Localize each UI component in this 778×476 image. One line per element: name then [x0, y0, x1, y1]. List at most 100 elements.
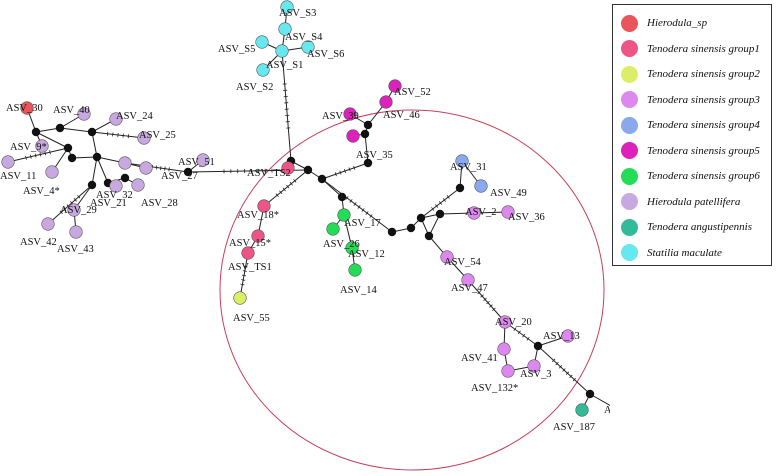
mutation-tick — [486, 301, 490, 305]
haplotype-node — [379, 95, 393, 109]
median-vector-node — [55, 123, 65, 133]
mutation-tick — [526, 336, 530, 341]
haplotype-label: ASV_41 — [461, 353, 498, 364]
network-edge — [281, 50, 292, 162]
mutation-tick — [25, 155, 27, 160]
mutation-tick — [477, 290, 481, 295]
legend-label: Hierodula_sp — [647, 17, 708, 29]
legend-item: Tenodera sinensis group1 — [621, 39, 760, 59]
haplotype-label: ASV_12 — [348, 249, 385, 260]
mutation-tick — [286, 184, 290, 189]
legend-label: Tenodera angustipennis — [647, 221, 753, 233]
legend-item: Statilia maculate — [621, 243, 722, 263]
haplotype-node — [455, 154, 469, 168]
haplotype-node — [69, 225, 83, 239]
haplotype-label: ASV_46 — [383, 110, 420, 121]
mutation-tick — [279, 190, 283, 195]
mutation-tick — [555, 361, 559, 366]
haplotype-node — [281, 161, 295, 175]
mutation-tick — [49, 150, 51, 155]
haplotype-node — [346, 129, 360, 143]
mutation-tick — [483, 297, 487, 301]
legend-label: Tenodera sinensis group2 — [647, 68, 760, 80]
haplotype-label: ASV_51 — [178, 157, 215, 168]
median-vector-node — [183, 167, 193, 177]
haplotype-label: ASV_29 — [60, 205, 97, 216]
haplotype-node — [348, 263, 362, 277]
haplotype-label: ASV_4* — [23, 186, 60, 197]
haplotype-label: ASV_TS1 — [228, 262, 272, 273]
haplotype-label: ASV_35 — [356, 150, 393, 161]
median-vector-node — [317, 174, 327, 184]
legend-swatch — [621, 193, 638, 210]
median-vector-node — [455, 183, 465, 193]
legend-item: Tenodera sinensis group3 — [621, 90, 760, 110]
haplotype-node — [388, 79, 402, 93]
mutation-tick — [289, 181, 293, 186]
haplotype-label: ASV_18* — [237, 210, 279, 221]
mutation-tick — [353, 202, 357, 206]
haplotype-label: ASV_S1 — [266, 60, 303, 71]
mutation-tick — [446, 195, 450, 199]
mutation-tick — [63, 207, 67, 211]
haplotype-label: ASV_43 — [57, 244, 94, 255]
mutation-tick — [365, 211, 369, 215]
legend-swatch — [621, 91, 638, 108]
mutation-tick — [489, 304, 493, 308]
haplotype-label: ASV_27 — [161, 171, 198, 182]
legend-label: Tenodera sinensis group6 — [647, 170, 760, 182]
median-vector-node — [92, 152, 102, 162]
mutation-tick — [293, 178, 297, 183]
mutation-tick — [353, 165, 356, 170]
haplotype-node — [35, 139, 49, 153]
mutation-tick — [275, 193, 279, 198]
haplotype-node — [337, 208, 351, 222]
network-edges — [7, 6, 610, 411]
mutation-tick — [343, 168, 347, 174]
network-edge — [47, 184, 93, 225]
haplotype-node — [241, 246, 255, 260]
mutation-tick — [431, 207, 435, 211]
median-vector-node — [303, 165, 313, 175]
mutation-tick — [348, 167, 351, 172]
mutation-tick — [243, 265, 248, 268]
mutation-tick — [241, 279, 246, 281]
haplotype-label: ASV_39 — [322, 111, 359, 122]
haplotype-label: ASV_32 — [96, 190, 133, 201]
median-vector-node — [360, 129, 370, 139]
mutation-tick — [551, 358, 556, 363]
legend-label: Hierodula patellifera — [647, 195, 741, 208]
haplotype-label: ASV_TA2 — [604, 405, 610, 416]
haplotype-node — [345, 241, 359, 255]
mutation-tick — [168, 167, 170, 172]
mutation-tick — [480, 294, 484, 298]
legend-item: Tenodera sinensis group4 — [621, 115, 760, 135]
haplotype-label: ASV_11 — [0, 171, 36, 182]
mutation-tick — [34, 153, 37, 158]
median-vector-node — [31, 127, 41, 137]
haplotype-node — [255, 35, 269, 49]
network-edge — [589, 393, 610, 407]
network-edge — [91, 131, 98, 158]
median-vector-node — [363, 120, 373, 130]
mutation-tick — [349, 199, 353, 203]
haplotype-node — [440, 250, 454, 264]
legend-label: Tenodera sinensis group5 — [647, 144, 760, 157]
mutation-tick — [73, 198, 77, 202]
mutation-tick — [522, 333, 526, 338]
mutation-tick — [357, 205, 361, 209]
clade-boundary-circle — [219, 109, 605, 471]
network-edge — [263, 169, 309, 207]
haplotype-node — [45, 165, 59, 179]
median-vector-node — [87, 180, 97, 190]
haplotype-node — [497, 342, 511, 356]
haplotype-label: ASV_40 — [53, 105, 90, 116]
legend-item: Tenodera sinensis group5 — [621, 141, 760, 161]
network-edge — [91, 156, 98, 186]
median-vector-node — [120, 173, 130, 183]
network-edge — [59, 127, 93, 133]
legend-swatch — [621, 40, 638, 57]
mutation-tick — [160, 166, 162, 171]
